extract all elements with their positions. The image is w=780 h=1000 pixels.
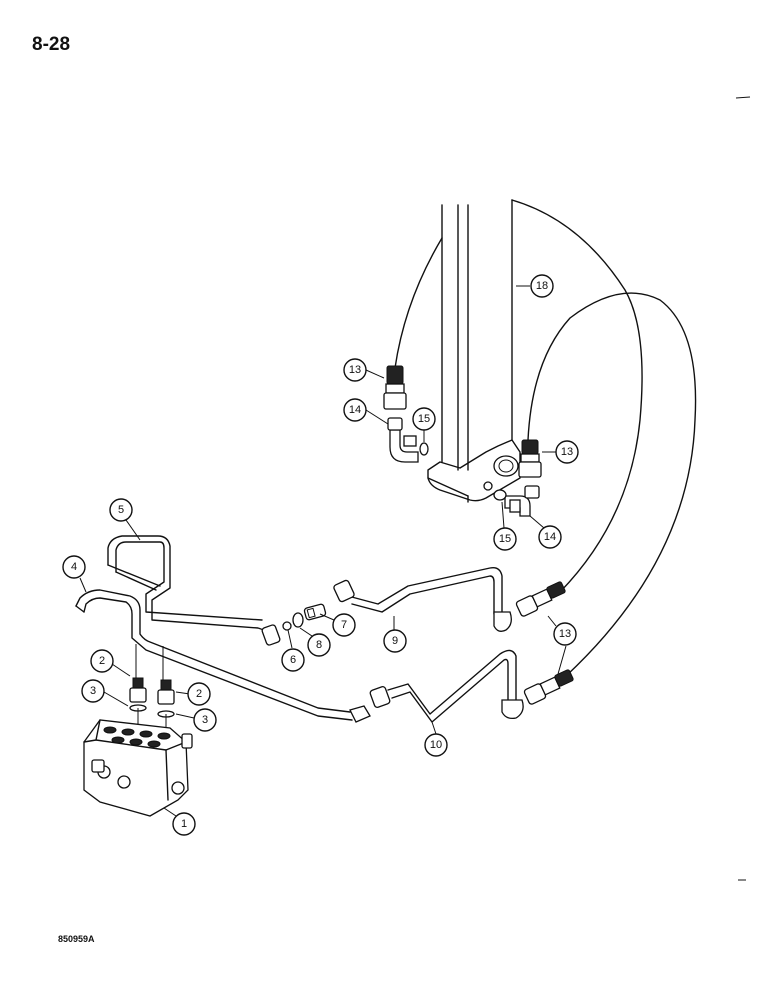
elbow-fitting-upper: [387, 417, 419, 463]
callout-5: 5: [118, 504, 124, 516]
callout-10: 10: [430, 739, 442, 751]
tube-10: [349, 649, 524, 723]
valve-fitting-left: [129, 677, 147, 712]
callout-2-left: 2: [99, 655, 105, 667]
tube-9-nut: [333, 579, 355, 603]
fitting-group-6-7-8: [282, 603, 327, 631]
o-ring-lower: [493, 489, 507, 501]
hose-end-13-lower: [523, 669, 574, 705]
callout-13-upper: 13: [349, 364, 361, 376]
tube-10-nut: [369, 686, 391, 708]
callout-14-upper: 14: [349, 404, 361, 416]
tube-4-nut: [349, 705, 371, 723]
control-valve: [83, 719, 193, 817]
o-ring-8: [292, 612, 304, 628]
tube-10-elbow: [501, 699, 524, 720]
callout-1: 1: [181, 818, 187, 830]
fitting-6: [282, 621, 292, 631]
callout-2-right: 2: [196, 688, 202, 700]
o-ring-upper: [419, 442, 429, 456]
callout-18-circle: [530, 274, 554, 298]
hose-fitting-upper: [383, 365, 407, 410]
hose-fitting-right: [518, 439, 542, 478]
fitting-7: [303, 603, 327, 621]
page-number: 8-28: [32, 34, 71, 55]
callout-15-lower: 15: [499, 533, 511, 545]
callout-15-upper: 15: [418, 413, 430, 425]
tube-5-nut: [261, 624, 281, 646]
figure-code: 850959A: [58, 934, 95, 944]
margin-mark-top: [735, 96, 751, 99]
elbow-fitting-lower: [504, 485, 540, 517]
callout-9: 9: [392, 635, 398, 647]
callout-6: 6: [290, 654, 296, 666]
hose-end-13-upper: [515, 581, 566, 617]
callout-3-right: 3: [202, 714, 208, 726]
callout-8: 8: [316, 639, 322, 651]
hose-lines: [394, 199, 697, 677]
callout-3-left: 3: [90, 685, 96, 697]
tube-4: [75, 589, 353, 721]
callout-14-lower: 14: [544, 531, 556, 543]
callout-18: 18: [536, 280, 548, 292]
tube-9-elbow: [493, 611, 512, 632]
callout-7: 7: [341, 619, 347, 631]
tube-9: [333, 566, 512, 632]
callout-13-right: 13: [561, 446, 573, 458]
cylinder-barrel: [427, 199, 521, 503]
callout-4: 4: [71, 561, 77, 573]
valve-fitting-right: [157, 679, 175, 718]
callout-13-middle: 13: [559, 628, 571, 640]
